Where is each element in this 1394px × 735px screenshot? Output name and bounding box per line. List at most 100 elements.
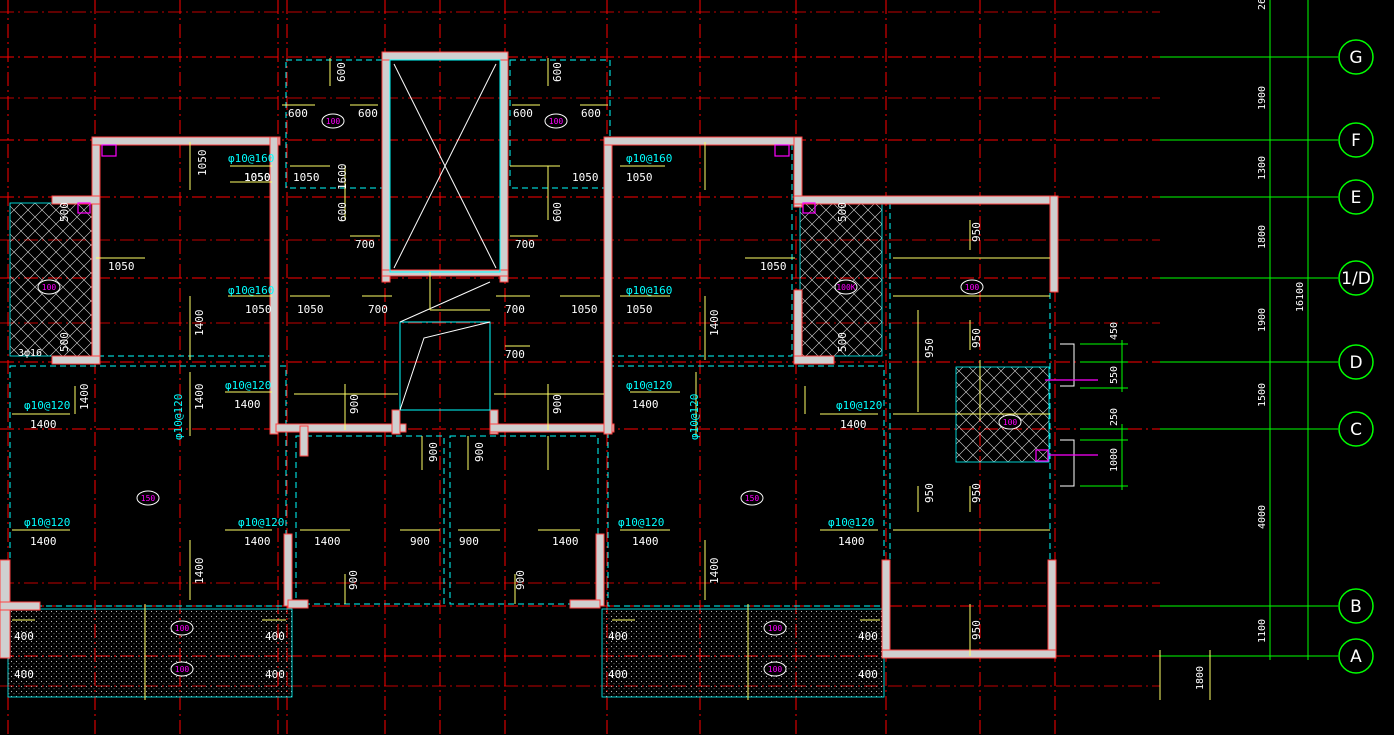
axis-bubble: G (1338, 39, 1374, 75)
dimension-value: 900 (514, 570, 527, 590)
slab-tag: 100 (763, 620, 787, 636)
wall-segment (381, 51, 391, 283)
wall-segment (793, 289, 803, 363)
axis-bubble: A (1338, 638, 1374, 674)
dimension-value: 600 (513, 107, 533, 120)
wall-segment (381, 269, 509, 277)
wall-segment (299, 425, 309, 457)
dimension-value: 1400 (244, 535, 271, 548)
dimension-value: 1400 (234, 398, 261, 411)
slab-tag-text: 100K (836, 283, 855, 292)
dimension-value: 400 (858, 630, 878, 643)
hatch-right-stair (799, 202, 883, 357)
dimension-value: 400 (14, 630, 34, 643)
vertical-dim-total: 16100 (1295, 282, 1306, 312)
column-marker (77, 202, 91, 214)
dimension-value: 1400 (78, 384, 91, 411)
dimension-value: 900 (347, 570, 360, 590)
axis-bubble-circle (1338, 179, 1374, 215)
dimension-value: 700 (515, 238, 535, 251)
wall-segment (793, 136, 803, 208)
dimension-value: 900 (410, 535, 430, 548)
slab-tag-oval (321, 113, 345, 129)
dimension-value: 1050 (626, 171, 653, 184)
slab-tag-oval (136, 490, 160, 506)
structural-walls (0, 51, 1059, 659)
side-bracket (1060, 343, 1075, 387)
elevator-shaft (389, 59, 501, 411)
dimension-value: 1050 (572, 171, 599, 184)
wall-segment (569, 599, 601, 609)
column-marker (101, 144, 117, 157)
slab-tag-text: 100 (965, 283, 980, 292)
dimension-value: 1050 (244, 171, 271, 184)
dimension-value: 400 (265, 630, 285, 643)
slab-tag: 100K (834, 279, 858, 295)
hatch-left-stair (9, 202, 93, 357)
dimension-value: 1400 (193, 384, 206, 411)
axis-bubble: F (1338, 122, 1374, 158)
slab-bedroom-right (607, 365, 885, 607)
dimension-value: 1400 (632, 535, 659, 548)
vertical-dim-value: 1100 (1257, 619, 1268, 643)
dimension-value: 600 (288, 107, 308, 120)
rebar-label: φ10@120 (618, 516, 664, 529)
slab-tag-oval (170, 661, 194, 677)
dimension-value: 600 (551, 62, 564, 82)
dimension-value: 700 (505, 303, 525, 316)
dimension-value: 900 (473, 442, 486, 462)
dimension-value: 950 (923, 483, 936, 503)
slab-tag-oval (763, 661, 787, 677)
dimension-value: 600 (581, 107, 601, 120)
rebar-label: φ10@160 (228, 284, 274, 297)
dimension-value: 1400 (193, 558, 206, 585)
slab-tag-oval (998, 414, 1022, 430)
slab-tag: 100 (321, 113, 345, 129)
column-marker (1035, 449, 1049, 462)
axis-bubble: C (1338, 411, 1374, 447)
slab-tag-text: 150 (745, 494, 760, 503)
vertical-dim-value: 1800 (1257, 225, 1268, 249)
side-bracket (1060, 439, 1075, 487)
axis-bubble: E (1338, 179, 1374, 215)
rebar-label: φ10@120 (238, 516, 284, 529)
dimension-value: 1050 (196, 150, 209, 177)
axis-bubble-label: A (1350, 647, 1362, 667)
slab-tag-text: 100 (1003, 418, 1018, 427)
vertical-dim-value: 1500 (1257, 383, 1268, 407)
dimension-value: 500 (58, 332, 71, 352)
axis-bubble-circle (1338, 588, 1374, 624)
wall-segment (881, 649, 1057, 659)
wall-segment (275, 423, 407, 433)
axis-bubble-label: G (1349, 48, 1362, 68)
slab-tag: 100 (998, 414, 1022, 430)
balcony-right (601, 608, 885, 698)
wall-segment (489, 409, 499, 435)
wall-segment (0, 601, 41, 611)
vertical-dim-value: 1900 (1257, 308, 1268, 332)
slab-outlines (9, 59, 1051, 652)
dimension-value: 1400 (552, 535, 579, 548)
dimension-value: 950 (923, 338, 936, 358)
wall-segment (391, 409, 401, 435)
dimension-value: 1050 (245, 303, 272, 316)
dimension-value: 1050 (293, 171, 320, 184)
axis-bubble-label: F (1351, 131, 1361, 151)
wall-segment (287, 599, 309, 609)
slab-tag-oval (834, 279, 858, 295)
rebar-label: φ10@160 (626, 152, 672, 165)
slab-tag-text: 100 (768, 624, 783, 633)
vertical-dim-value: 4000 (1257, 505, 1268, 529)
slab-tag-text: 100 (42, 283, 57, 292)
axis-bubble-label: C (1350, 420, 1362, 440)
wall-segment (1047, 559, 1057, 659)
vertical-dimension-chain (1060, 0, 1314, 660)
slab-tag-text: 100 (175, 624, 190, 633)
slab-tag: 100 (170, 620, 194, 636)
wall-segment (51, 195, 101, 205)
column-markers (77, 144, 1098, 462)
slab-lobby-right (509, 59, 611, 189)
axis-bubble-label: 1/D (1341, 269, 1371, 289)
